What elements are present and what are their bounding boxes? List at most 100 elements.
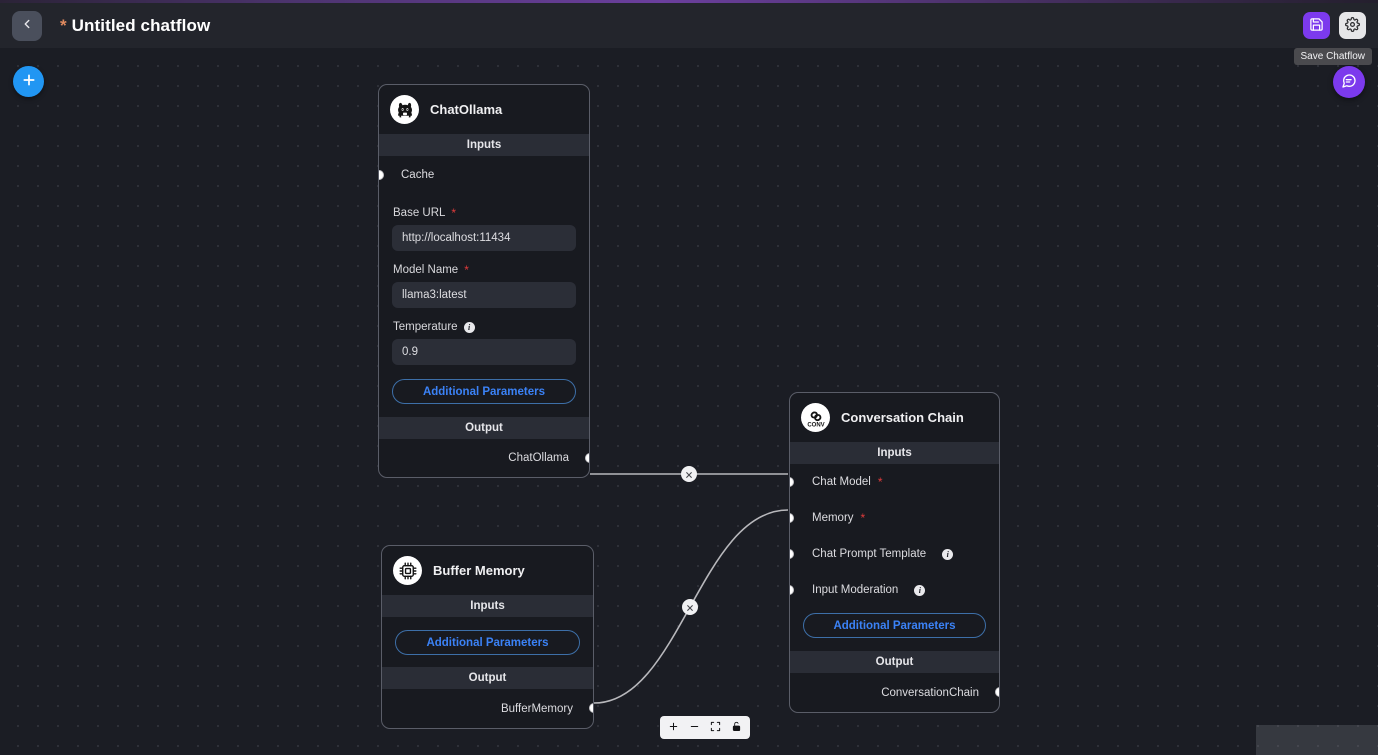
handle-input-moderation[interactable]: [790, 585, 794, 595]
zoom-controls: [660, 716, 750, 739]
additional-parameters-button[interactable]: Additional Parameters: [392, 379, 576, 404]
output-port-buffermemory[interactable]: BufferMemory: [382, 689, 593, 728]
output-port-label: ChatOllama: [508, 452, 569, 464]
node-output-body: ChatOllama: [379, 439, 589, 477]
chat-bubble-icon: [1341, 73, 1357, 92]
output-port-label: ConversationChain: [881, 686, 979, 699]
node-body: Chat Model * Memory * Chat Prompt Templa…: [790, 464, 999, 638]
output-port-conversationchain[interactable]: ConversationChain: [790, 673, 999, 712]
save-chatflow-button[interactable]: [1303, 12, 1330, 39]
required-marker: *: [860, 511, 866, 525]
temperature-input[interactable]: [392, 339, 576, 365]
port-chat-prompt-template[interactable]: Chat Prompt Template i: [790, 536, 999, 572]
chevron-left-icon: [20, 17, 34, 34]
handle-output-chatollama[interactable]: [585, 453, 589, 463]
flow-canvas[interactable]: ChatOllama Inputs Cache Base URL *: [0, 48, 1378, 755]
required-marker: *: [451, 206, 457, 220]
minimap[interactable]: [1256, 725, 1378, 755]
floppy-disk-icon: [1309, 17, 1324, 35]
port-input-moderation[interactable]: Input Moderation i: [790, 572, 999, 608]
node-header: ChatOllama: [379, 85, 589, 134]
handle-chat-model[interactable]: [790, 477, 794, 487]
top-accent-bar: [0, 0, 1378, 3]
label-text: Base URL: [393, 207, 446, 219]
port-label: Input Moderation: [812, 584, 899, 596]
output-section-header: Output: [790, 651, 999, 673]
header-actions: [1303, 12, 1366, 39]
node-chatollama[interactable]: ChatOllama Inputs Cache Base URL *: [378, 84, 590, 478]
field-base-url: Base URL *: [379, 194, 589, 251]
field-label: Temperature i: [379, 321, 589, 339]
svg-text:CONV: CONV: [807, 422, 824, 428]
info-icon[interactable]: i: [463, 321, 475, 333]
delete-edge-chatollama-chatmodel[interactable]: [681, 466, 697, 482]
node-body: Additional Parameters: [382, 630, 593, 655]
save-chatflow-tooltip: Save Chatflow: [1293, 48, 1372, 65]
handle-output-conversationchain[interactable]: [995, 687, 999, 697]
fit-view-icon: [710, 720, 721, 735]
app-header: * Untitled chatflow: [0, 3, 1378, 48]
memory-chip-icon: [393, 556, 422, 585]
node-title: Conversation Chain: [841, 410, 964, 425]
lock-canvas-button[interactable]: [727, 719, 746, 736]
node-buffer-memory[interactable]: Buffer Memory Inputs Additional Paramete…: [381, 545, 594, 729]
inputs-section-header: Inputs: [790, 442, 999, 464]
port-label: Chat Model: [812, 476, 871, 488]
port-label: Cache: [401, 169, 435, 181]
info-icon[interactable]: i: [942, 548, 954, 560]
add-node-button[interactable]: [13, 66, 44, 97]
model-name-input[interactable]: [392, 282, 576, 308]
node-header: CONV Conversation Chain: [790, 393, 999, 442]
base-url-input[interactable]: [392, 225, 576, 251]
port-memory[interactable]: Memory *: [790, 500, 999, 536]
inputs-section-header: Inputs: [379, 134, 589, 156]
port-label: Chat Prompt Template: [812, 548, 927, 560]
chat-button[interactable]: [1333, 66, 1365, 98]
handle-memory[interactable]: [790, 513, 794, 523]
close-icon: [686, 600, 694, 615]
node-conversation-chain[interactable]: CONV Conversation Chain Inputs Chat Mode…: [789, 392, 1000, 713]
plus-icon: [668, 720, 679, 735]
handle-chat-prompt-template[interactable]: [790, 549, 794, 559]
conv-chain-icon: CONV: [801, 403, 830, 432]
plus-icon: [21, 72, 37, 91]
node-header: Buffer Memory: [382, 546, 593, 595]
handle-cache[interactable]: [379, 170, 384, 180]
output-port-label: BufferMemory: [500, 702, 573, 715]
node-output-body: ConversationChain: [790, 673, 999, 712]
additional-parameters-button[interactable]: Additional Parameters: [803, 613, 986, 638]
node-body: Cache Base URL * Model Name *: [379, 156, 589, 404]
field-temperature: Temperature i: [379, 308, 589, 365]
output-section-header: Output: [382, 667, 593, 689]
field-label: Model Name *: [379, 264, 589, 282]
required-marker: *: [464, 263, 469, 277]
minus-icon: [689, 720, 700, 735]
chatflow-name[interactable]: Untitled chatflow: [71, 15, 211, 35]
close-icon: [685, 467, 693, 482]
settings-button[interactable]: [1339, 12, 1366, 39]
port-chat-model[interactable]: Chat Model *: [790, 464, 999, 500]
output-section-header: Output: [379, 417, 589, 439]
node-title: Buffer Memory: [433, 563, 525, 578]
output-port-chatollama[interactable]: ChatOllama: [379, 439, 589, 477]
info-icon[interactable]: i: [914, 584, 926, 596]
ollama-llama-icon: [390, 95, 419, 124]
delete-edge-buffermemory-memory[interactable]: [682, 599, 698, 615]
zoom-out-button[interactable]: [685, 719, 704, 736]
zoom-in-button[interactable]: [664, 719, 683, 736]
label-text: Model Name: [393, 264, 459, 276]
lock-icon: [731, 720, 742, 735]
inputs-section-header: Inputs: [382, 595, 593, 617]
back-button[interactable]: [12, 10, 42, 41]
port-cache[interactable]: Cache: [379, 156, 589, 194]
node-output-body: BufferMemory: [382, 689, 593, 728]
port-label: Memory: [812, 512, 854, 524]
handle-output-buffermemory[interactable]: [589, 703, 593, 713]
edge-layer: [590, 473, 789, 704]
page-title: * Untitled chatflow: [60, 16, 210, 36]
field-label: Base URL *: [379, 207, 589, 225]
unsaved-indicator: *: [60, 15, 67, 35]
additional-parameters-button[interactable]: Additional Parameters: [395, 630, 580, 655]
fit-view-button[interactable]: [706, 719, 725, 736]
gear-icon: [1345, 16, 1360, 35]
